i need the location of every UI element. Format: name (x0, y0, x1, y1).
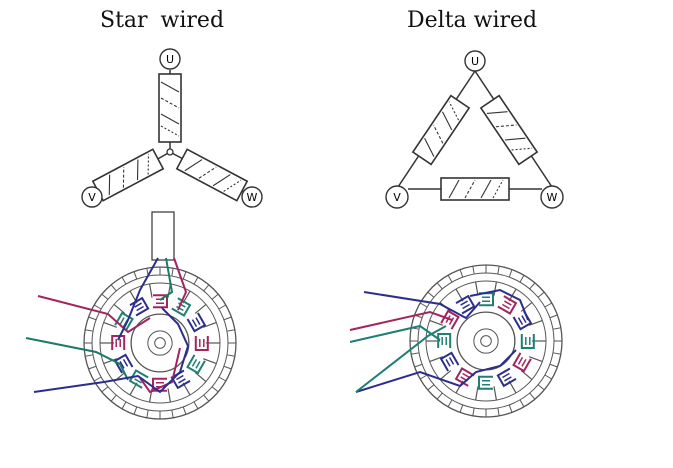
delta-terminal-v: V (385, 185, 409, 209)
svg-text:W: W (547, 191, 558, 204)
star-wired-title: Star wired (100, 8, 225, 33)
delta-terminal-w: W (540, 185, 564, 209)
svg-text:U: U (471, 55, 479, 68)
star-motor-leads (25, 211, 190, 394)
svg-text:W: W (247, 191, 258, 204)
delta-coil-uv (412, 94, 470, 166)
svg-text:U: U (166, 53, 174, 66)
delta-schematic: U V W (385, 50, 564, 209)
star-schematic: U V W (81, 48, 263, 208)
delta-coil-vw (440, 177, 510, 201)
star-coil-u (158, 73, 182, 143)
delta-motor-stator (409, 264, 563, 418)
svg-text:V: V (88, 191, 96, 204)
delta-coil-uw (480, 94, 538, 166)
star-connector-block (151, 211, 175, 261)
star-motor-stator (83, 266, 237, 420)
star-coil-v (92, 148, 164, 202)
svg-text:V: V (393, 191, 401, 204)
star-terminal-v: V (81, 186, 103, 208)
star-terminal-w: W (241, 186, 263, 208)
star-terminal-u: U (159, 48, 181, 70)
delta-motor-leads (349, 288, 529, 393)
star-coil-w (176, 148, 248, 202)
delta-terminal-u: U (464, 50, 486, 72)
delta-wired-title: Delta wired (407, 8, 538, 33)
